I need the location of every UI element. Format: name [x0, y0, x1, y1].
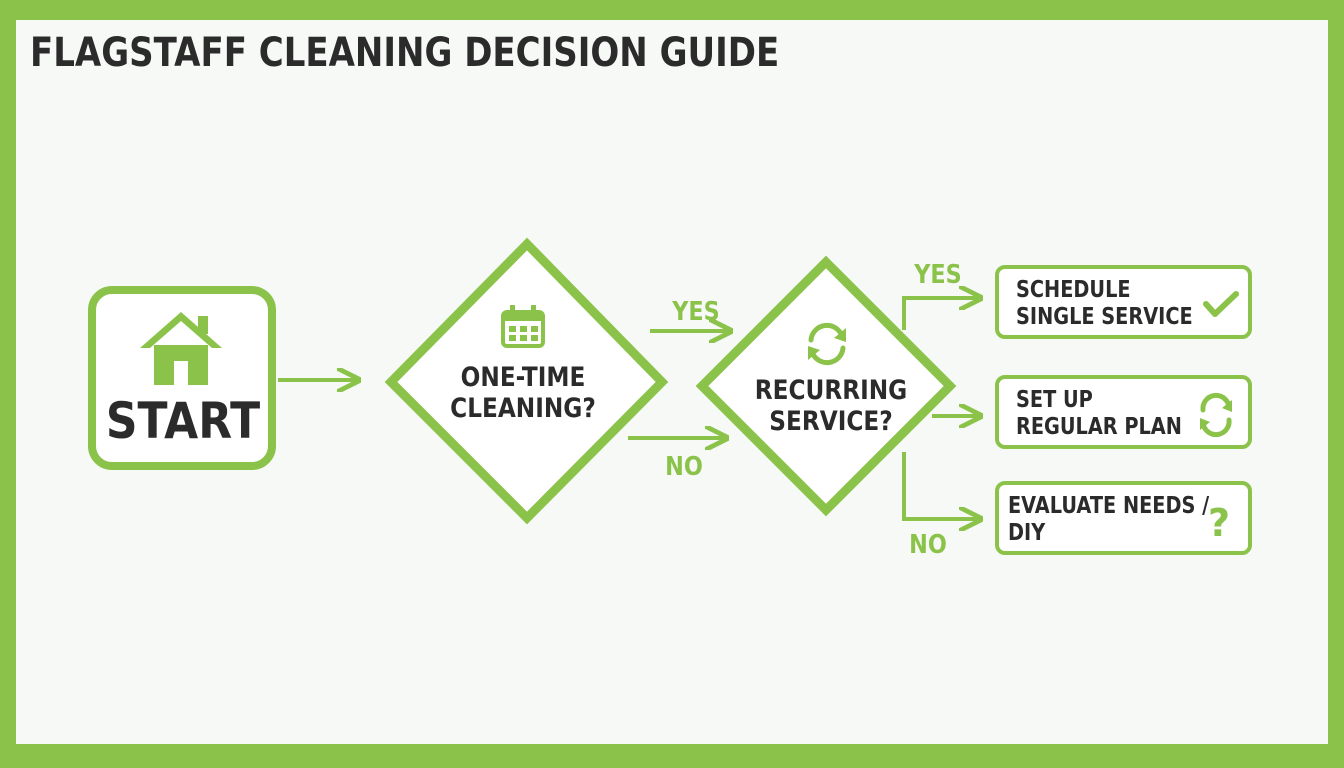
outcome-schedule-single-service: SCHEDULE SINGLE SERVICE — [995, 265, 1252, 339]
decision2-line1: RECURRING — [755, 374, 907, 405]
d1-yes-label: YES — [671, 295, 719, 326]
outcome1-line1: SCHEDULE — [1016, 276, 1131, 303]
d2-no-label: NO — [909, 528, 947, 559]
checkmark-icon — [1203, 291, 1239, 317]
connector-d2-no — [902, 452, 978, 519]
question-icon: ? — [1208, 501, 1230, 545]
outcome2-line2: REGULAR PLAN — [1016, 413, 1182, 440]
decision-one-time-cleaning: ONE-TIME CLEANING? — [384, 237, 669, 525]
outcome-evaluate-needs-diy: EVALUATE NEEDS / DIY ? — [995, 481, 1252, 555]
decision2-line2: SERVICE? — [769, 405, 892, 436]
start-label: START — [106, 392, 260, 450]
start-node: START — [88, 286, 276, 470]
refresh-icon — [1200, 392, 1232, 438]
decision-recurring-service: RECURRING SERVICE? — [695, 255, 957, 517]
outcome3-line1: EVALUATE NEEDS / — [1008, 492, 1209, 519]
outcome3-line2: DIY — [1008, 519, 1046, 546]
page-title: FLAGSTAFF CLEANING DECISION GUIDE — [30, 30, 780, 76]
refresh-icon — [808, 322, 846, 366]
connector-d2-yes — [902, 298, 978, 330]
outcome2-line1: SET UP — [1016, 386, 1093, 413]
outcome-set-up-regular-plan: SET UP REGULAR PLAN — [995, 375, 1252, 449]
house-icon — [140, 312, 222, 385]
d2-yes-label: YES — [913, 258, 961, 289]
decision1-line1: ONE-TIME — [461, 361, 586, 392]
d1-no-label: NO — [665, 450, 703, 481]
calendar-icon — [501, 305, 545, 348]
outcome1-line2: SINGLE SERVICE — [1016, 303, 1193, 330]
decision1-line2: CLEANING? — [450, 392, 596, 423]
